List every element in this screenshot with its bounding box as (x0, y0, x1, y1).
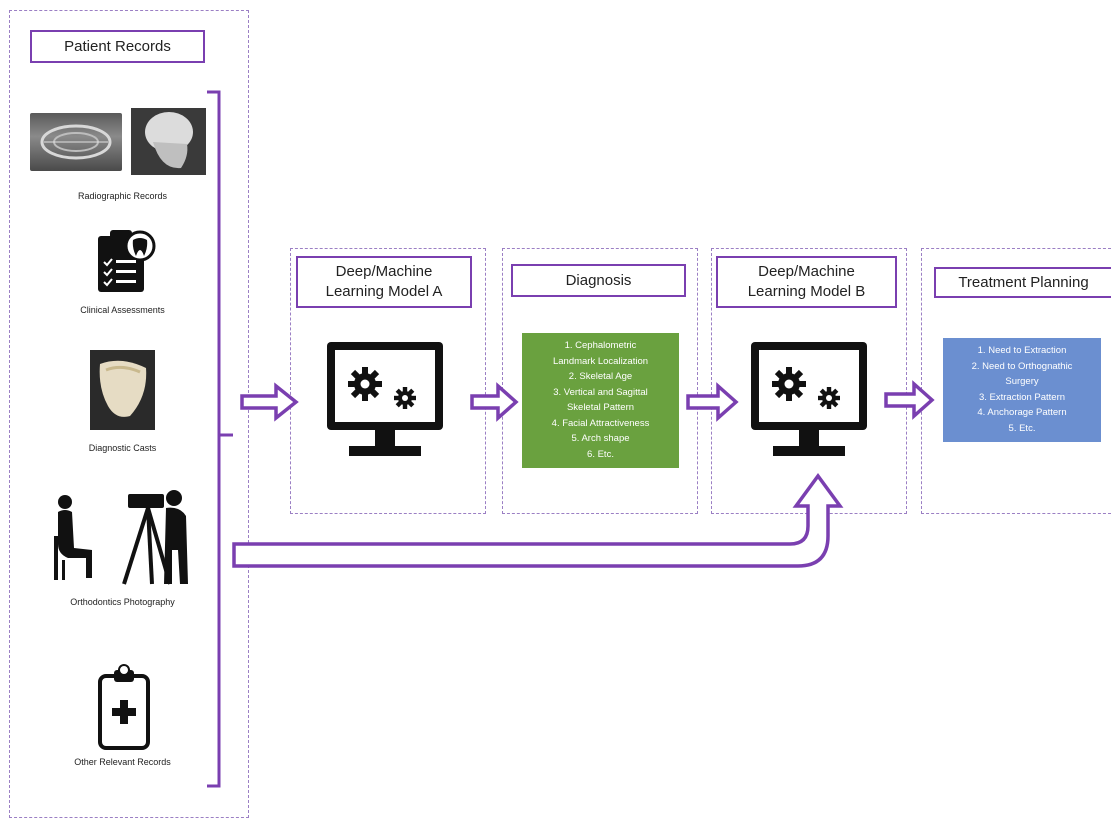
cephalogram-icon (131, 108, 206, 175)
diagnostic-casts-label: Diagnostic Casts (88, 443, 157, 453)
treatment-item: 4. Anchorage Pattern (977, 407, 1067, 418)
diagnosis-item: 6. Etc. (587, 448, 614, 460)
radiographic-records-label: Radiographic Records (77, 191, 168, 201)
arrow-diagnosis-to-model-b (686, 382, 739, 422)
records-bracket (207, 90, 233, 788)
patient-records-title: Patient Records (30, 30, 205, 63)
arrow-model-b-to-treatment (884, 380, 935, 420)
diagnosis-item: 4. Facial Attractiveness (551, 417, 650, 429)
arrow-records-to-model-b (232, 473, 844, 568)
model-a-title: Deep/Machine Learning Model A (296, 256, 472, 308)
arrow-model-a-to-diagnosis (470, 382, 519, 422)
diagnosis-item: Skeletal Pattern (566, 402, 635, 413)
medical-clipboard-icon (98, 664, 150, 750)
dental-cast-icon (90, 350, 155, 430)
treatment-panel (921, 248, 1111, 514)
diagnosis-item: 2. Skeletal Age (568, 371, 633, 382)
treatment-item: 3. Extraction Pattern (978, 391, 1066, 403)
treatment-item: 1. Need to Extraction (977, 345, 1067, 356)
treatment-item: Surgery (1005, 376, 1039, 387)
diagnosis-title: Diagnosis (511, 264, 686, 297)
treatment-list: 1. Need to Extraction 2. Need to Orthogn… (943, 338, 1101, 442)
model-b-title: Deep/Machine Learning Model B (716, 256, 897, 308)
diagnosis-item: Landmark Localization (552, 355, 649, 367)
diagnosis-item: 1. Cephalometric (564, 340, 637, 351)
radiograph-icon (30, 113, 122, 171)
arrow-records-to-model-a (240, 382, 299, 422)
orthodontics-photography-label: Orthodontics Photography (70, 597, 175, 607)
diagnosis-item: 3. Vertical and Sagittal (553, 386, 648, 398)
clinical-assessments-label: Clinical Assessments (80, 305, 165, 315)
computer-gears-icon (327, 342, 443, 456)
photography-icon (54, 490, 188, 585)
computer-gears-icon (751, 342, 867, 456)
clipboard-tooth-icon (98, 230, 156, 292)
patient-records-panel (9, 10, 249, 818)
treatment-title: Treatment Planning (934, 267, 1111, 298)
diagnosis-item: 5. Arch shape (571, 433, 630, 444)
diagnosis-panel (502, 248, 698, 514)
diagnosis-list: 1. Cephalometric Landmark Localization 2… (522, 333, 679, 468)
treatment-item: 2. Need to Orthognathic (971, 360, 1073, 372)
treatment-item: 5. Etc. (1008, 422, 1036, 434)
other-relevant-records-label: Other Relevant Records (74, 757, 171, 767)
model-a-panel (290, 248, 486, 514)
